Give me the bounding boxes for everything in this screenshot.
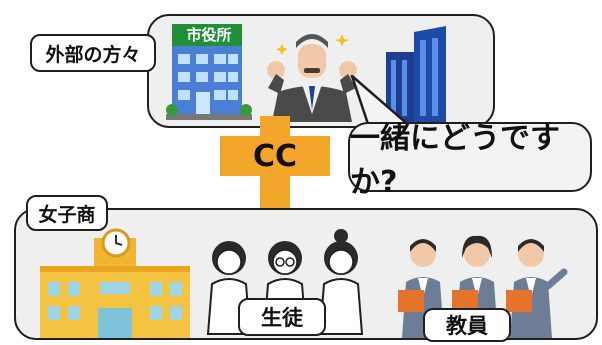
external-parties-label: 外部の方々 xyxy=(30,34,156,72)
speech-bubble: 一緒にどうですか? xyxy=(348,121,592,200)
teachers-label: 教員 xyxy=(423,308,511,342)
teacher-icon xyxy=(506,239,568,338)
cc-label: CC xyxy=(220,136,330,176)
students-label: 生徒 xyxy=(238,298,326,336)
school-label: 女子商 xyxy=(26,195,108,231)
clock-icon xyxy=(101,228,131,258)
businessman-icon xyxy=(267,34,357,122)
city-hall-sign: 市役所 xyxy=(186,26,232,44)
student-icon xyxy=(318,229,364,335)
office-buildings-icon xyxy=(386,26,446,122)
city-hall-icon xyxy=(166,24,252,120)
